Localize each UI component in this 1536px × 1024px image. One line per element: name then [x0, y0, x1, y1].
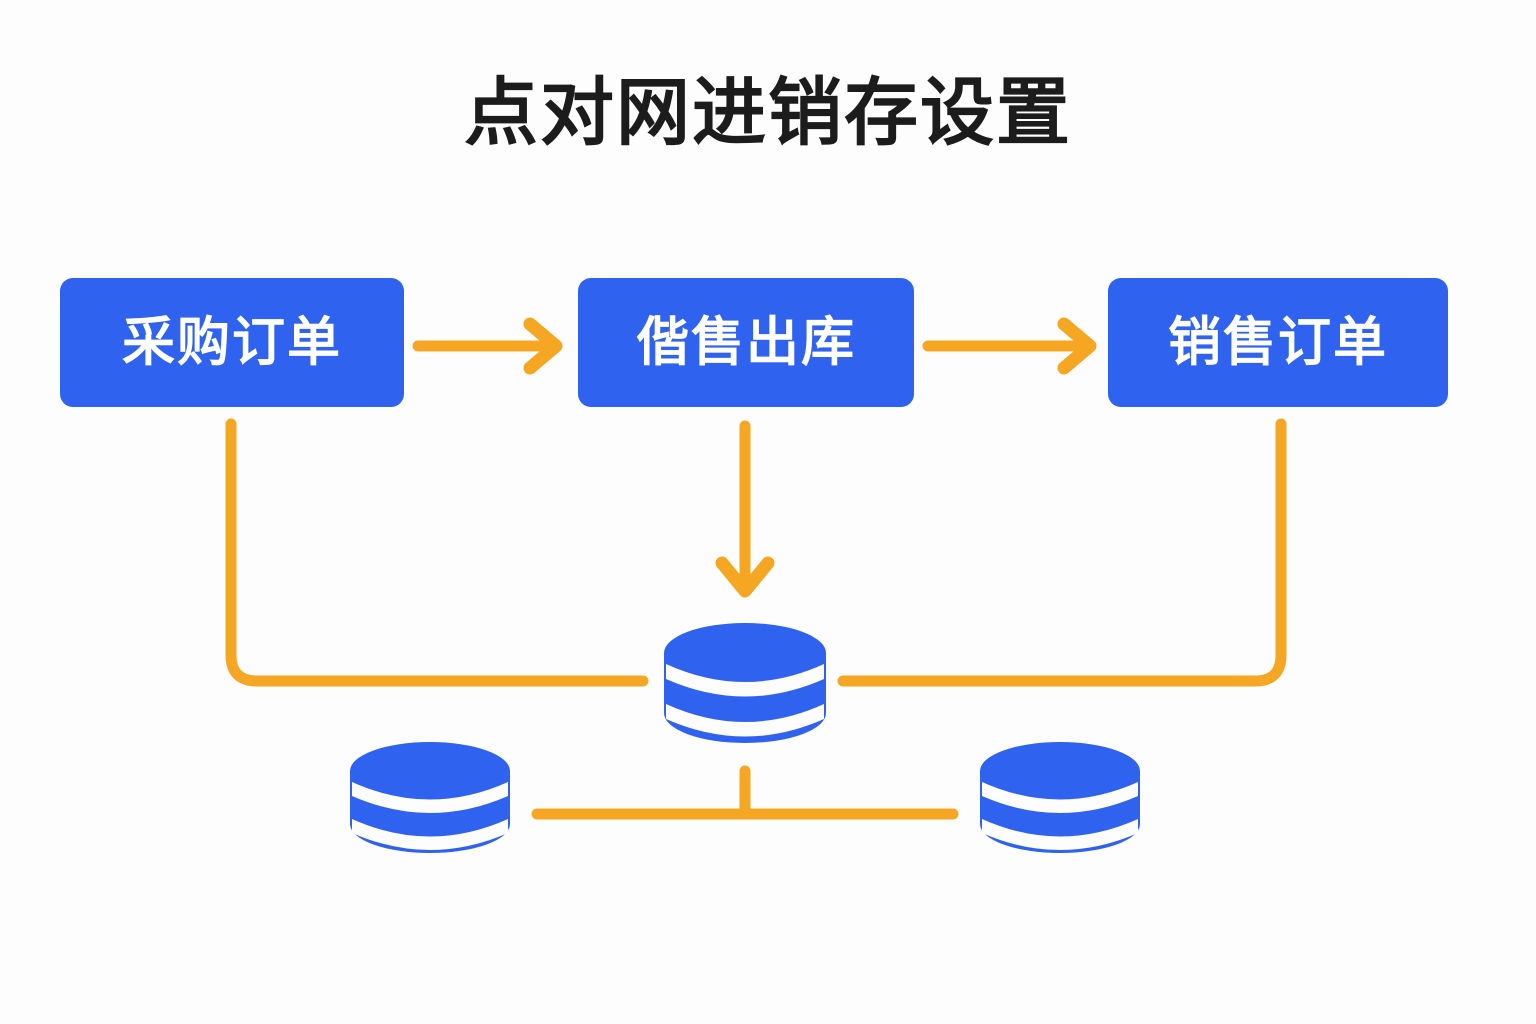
- database-cylinder-icon: [980, 742, 1140, 853]
- line-db-bus: [531, 765, 959, 820]
- line-purchase-to-db: [225, 418, 649, 687]
- node-label-purchase-order: 采购订单: [122, 313, 342, 372]
- line-order-to-db: [837, 418, 1287, 687]
- node-sales-outbound[interactable]: 偕售出库: [578, 278, 914, 407]
- node-purchase-order[interactable]: 采购订单: [60, 278, 404, 407]
- node-label-sales-outbound: 偕售出库: [636, 313, 856, 372]
- arrow-outbound-to-order: [922, 317, 1097, 375]
- node-label-sales-order: 销售订单: [1168, 313, 1388, 372]
- database-cylinder-icon: [664, 623, 826, 743]
- arrow-purchase-to-outbound: [412, 317, 563, 375]
- node-sales-order[interactable]: 销售订单: [1108, 278, 1448, 407]
- database-cylinder-icon: [350, 742, 510, 853]
- arrow-outbound-to-db: [715, 420, 775, 598]
- page-title: 点对网进销存设置: [464, 71, 1072, 154]
